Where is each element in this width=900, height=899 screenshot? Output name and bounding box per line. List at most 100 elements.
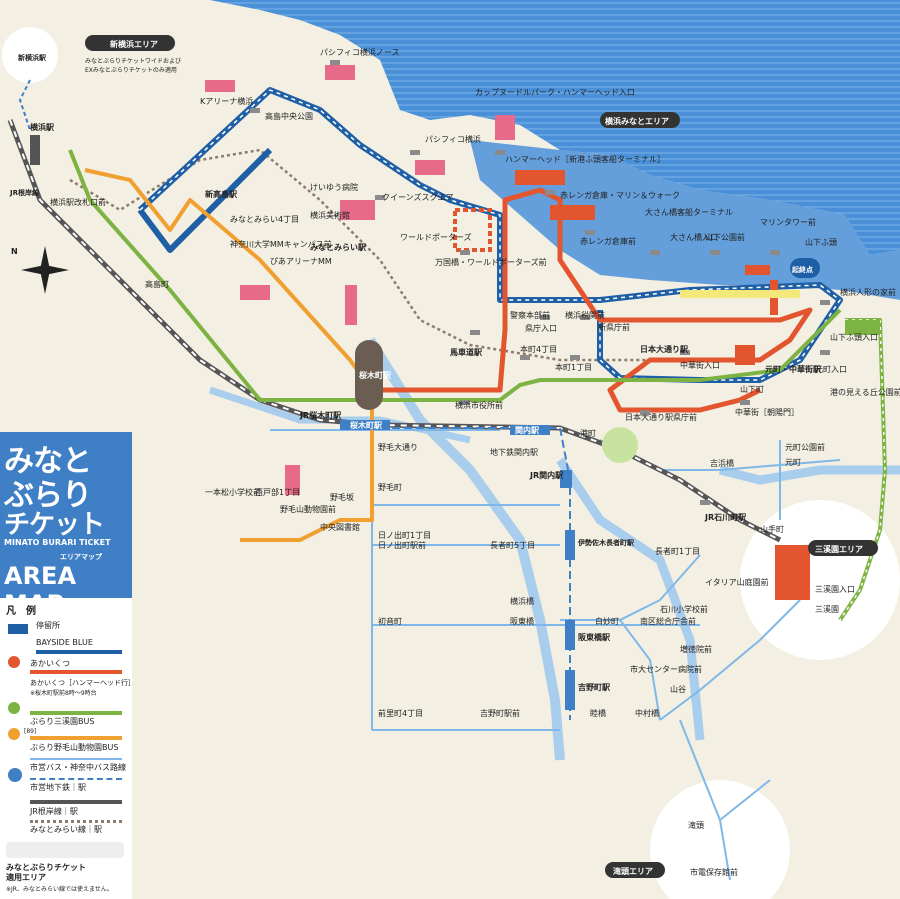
station-minatomirai: みなとみらい駅 xyxy=(310,243,367,252)
takigashira-area-label: 滝頭エリア xyxy=(613,866,653,876)
station-nihon-odori: 日本大通り駅 xyxy=(640,344,689,354)
legend-nogeyama-num: [89] xyxy=(24,728,37,735)
jr-kannai-marker[interactable] xyxy=(560,470,572,488)
station-jr-negishi: JR根岸線 xyxy=(9,188,39,197)
stop-6: カップヌードルパーク・ハンマーヘッド入口 xyxy=(475,88,635,97)
stop-66: 石川小学校前 xyxy=(660,604,708,614)
stop-5: パシフィコ横浜 xyxy=(425,134,481,144)
akaikutsu-hammerhead-route xyxy=(453,208,492,252)
subway-line xyxy=(380,427,571,720)
title-area-small: エリアマップ xyxy=(60,553,102,561)
legend-stop: 停留所 xyxy=(36,621,60,630)
stop-18: 横浜美術館 xyxy=(310,210,350,220)
cupnoodle-crane-icon xyxy=(495,115,515,140)
stop-63: 中村橋 xyxy=(635,708,659,718)
shin-yokohama-area-circle xyxy=(2,27,58,83)
stop-43: 野毛大通り xyxy=(378,442,418,452)
stop-38: 港町 xyxy=(580,428,596,438)
stop-23: ぴあアリーナMM xyxy=(270,257,332,266)
applicable-area-swatch xyxy=(6,842,124,858)
stop-13: マリンタワー前 xyxy=(760,217,816,227)
station-kannai: 関内駅 xyxy=(515,425,540,435)
station-sakuragicho: 桜木町駅 xyxy=(359,370,392,380)
title-line3: チケット xyxy=(4,510,105,540)
jr-sakuragicho-marker[interactable] xyxy=(340,420,390,430)
red-brick-warehouse-icon xyxy=(515,170,565,185)
pacifico-north-icon xyxy=(325,65,355,80)
station-isezakichojamachi: 伊勢佐木長者町駅 xyxy=(577,538,635,547)
akaikutsu-route xyxy=(372,187,813,413)
stop-15: 横浜人形の家前 xyxy=(840,287,896,297)
sea-area xyxy=(210,0,900,255)
sakuragicho-station-marker[interactable] xyxy=(355,340,383,410)
stop-37: 横浜市役所前 xyxy=(455,400,503,410)
stop-28: 本町4丁目 xyxy=(520,344,557,354)
sea-area-lower xyxy=(470,140,900,300)
stop-32: 港の見える丘公園前 xyxy=(830,387,900,397)
station-shin-takashima: 新高島駅 xyxy=(205,189,238,199)
stop-12: 山下公園前 xyxy=(705,232,745,242)
yokohama-station-marker[interactable] xyxy=(30,135,40,165)
mm-line-icon xyxy=(30,820,122,823)
stop-62: 睦橋 xyxy=(590,708,606,718)
city-bus-routes xyxy=(270,429,841,881)
subway-line-icon xyxy=(30,778,122,782)
stop-39: 地下鉄関内駅 xyxy=(490,447,538,457)
bandobashi-marker[interactable] xyxy=(565,620,575,650)
stop-69: 三溪園入口 xyxy=(815,584,855,594)
stop-24: 警察本部前 xyxy=(510,310,550,320)
station-motomachi-chukagai: 元町・中華街駅 xyxy=(765,364,822,374)
legend-sankeien: ぶらり三溪園BUS xyxy=(30,717,95,726)
station-yoshinocho: 吉野町駅 xyxy=(578,682,611,692)
stop-0: 横浜駅改札口前 xyxy=(50,197,106,207)
takigashira-area-circle xyxy=(650,780,790,899)
stop-14: 山下ふ頭 xyxy=(805,237,837,247)
stop-47: 一本松小学校前 xyxy=(205,487,261,497)
river xyxy=(365,337,565,761)
legend-subway: 市営地下鉄｜駅 xyxy=(30,783,86,792)
stop-7: ハンマーヘッド［新港ふ頭客船ターミナル］ xyxy=(505,154,665,164)
stop-icon xyxy=(8,624,28,634)
stop-17: クイーンズスクエア xyxy=(382,192,453,202)
jr-line-icon xyxy=(30,800,122,804)
stop-68: 山手町 xyxy=(760,524,784,534)
museum-icon xyxy=(240,285,270,300)
stop-1: 高島町 xyxy=(145,279,169,289)
queens-square-icon xyxy=(340,200,375,220)
stop-61: 市大センター病院前 xyxy=(630,664,702,674)
river-3 xyxy=(718,465,900,485)
legend-akaikutsu-note: ※桜木町駅前8時〜9時台 xyxy=(30,690,97,697)
isezakichojamachi-marker[interactable] xyxy=(565,530,575,560)
legend-panel: 凡 例 停留所 BAYSIDE BLUE あかいくつ あかいくつ［ハンマーヘッド… xyxy=(0,598,135,838)
station-jr-sakuragicho: JR桜木町駅 xyxy=(299,410,342,420)
stop-4: Kアリーナ横浜 xyxy=(200,96,253,106)
stop-25: 県庁入口 xyxy=(525,323,557,333)
start-point-marker[interactable] xyxy=(790,258,820,278)
stop-41: 元町 xyxy=(785,458,801,467)
stop-2: 高島中央公園 xyxy=(265,111,313,121)
legend-city-bus: 市営バス・神奈中バス路線 xyxy=(30,763,126,772)
stop-16: けいゆう病院 xyxy=(310,182,358,192)
stop-65: 増徳院前 xyxy=(680,644,712,654)
stop-42: 吉浜橋 xyxy=(710,458,734,468)
sankeien-line-icon xyxy=(30,711,122,715)
legend-bayside: BAYSIDE BLUE xyxy=(36,638,93,647)
legend-akaikutsu: あかいくつ xyxy=(30,659,70,668)
area-labels: 新横浜エリア みなとぶらりチケットワイドおよび EXみなとぶらりチケットのみ適用… xyxy=(18,35,878,878)
station-label-group: 横浜駅 JR根岸線 新高島駅 みなとみらい駅 桜木町駅 JR桜木町駅 桜木町駅 … xyxy=(9,122,822,692)
akaikutsu-circle-icon xyxy=(8,656,20,668)
yoshinocho-marker[interactable] xyxy=(565,670,575,710)
landmark-tower-icon xyxy=(345,285,357,325)
kannai-station-marker[interactable] xyxy=(510,425,550,435)
stop-50: 日ノ出町1丁目 xyxy=(378,530,431,540)
station-yokohama: 横浜駅 xyxy=(30,122,55,132)
minato-area-label: 横浜みなとエリア xyxy=(605,116,669,126)
stop-70: 三溪園 xyxy=(815,604,839,614)
stop-21: みなとみらい4丁目 xyxy=(230,215,299,224)
compass-icon: N xyxy=(11,246,69,294)
legend-applicable-note: ※JR、みなとみらい線では使えません。 xyxy=(6,886,113,893)
nogeyama-circle-icon xyxy=(8,728,20,740)
stop-30: 中華街入口 xyxy=(680,360,720,370)
